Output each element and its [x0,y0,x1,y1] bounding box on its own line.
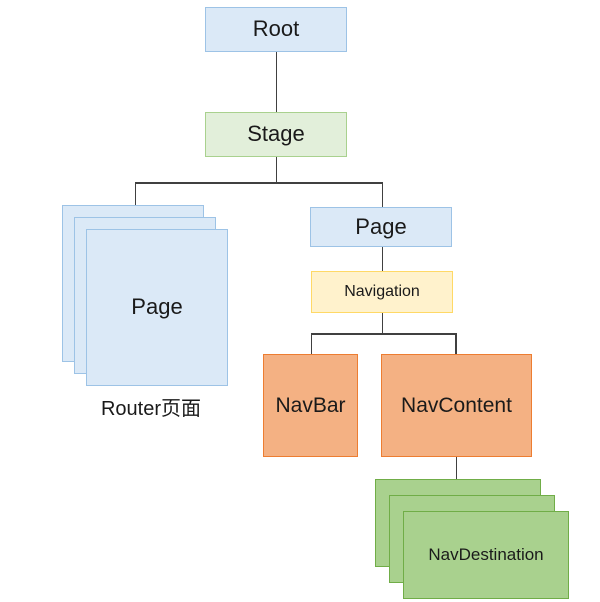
node-navcontent: NavContent [381,354,532,457]
node-root-label: Root [252,16,300,42]
navdestination-stack-label: NavDestination [428,544,544,564]
connector-line [275,52,277,112]
connector-line [310,333,457,335]
connector-line [134,182,383,184]
connector-line [275,157,277,183]
node-stage: Stage [205,112,347,157]
node-navbar-label: NavBar [275,393,346,417]
node-page-label: Page [355,213,407,239]
connector-line [381,313,383,335]
connector-line [455,457,457,480]
page-stack-front: Page [86,229,228,386]
page-stack-caption: Router页面 [100,397,202,420]
node-navbar: NavBar [263,354,358,457]
connector-line [381,247,383,271]
node-navigation-label: Navigation [344,283,420,301]
page-stack-label: Page [131,294,183,320]
navdestination-stack-front: NavDestination [403,511,569,599]
connector-line [310,333,312,354]
connector-line [381,182,383,207]
connector-line [134,182,136,205]
connector-line [455,333,457,354]
node-root: Root [205,7,347,52]
node-stage-label: Stage [247,121,305,147]
node-navcontent-label: NavContent [401,393,512,417]
node-page: Page [310,207,452,247]
node-navigation: Navigation [311,271,453,313]
